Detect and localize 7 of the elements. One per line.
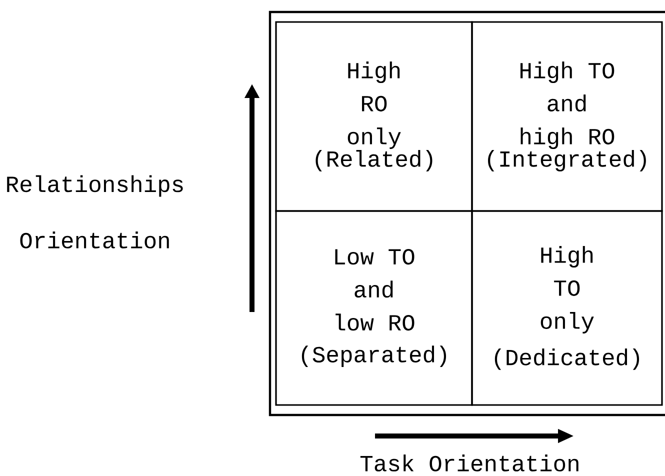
- quadrant-cell: High TO and high RO (Integrated): [471, 21, 663, 212]
- quadrant-cell: Low TO and low RO (Separated): [275, 210, 473, 406]
- axis-label: Orientation: [20, 232, 169, 248]
- axis-label: Relationships: [7, 175, 183, 197]
- axis-label: Task Orientation: [360, 454, 578, 472]
- quadrant-cell: High TO only (Dedicated): [471, 210, 663, 406]
- quadrant-cell: High RO only (Related): [275, 21, 473, 212]
